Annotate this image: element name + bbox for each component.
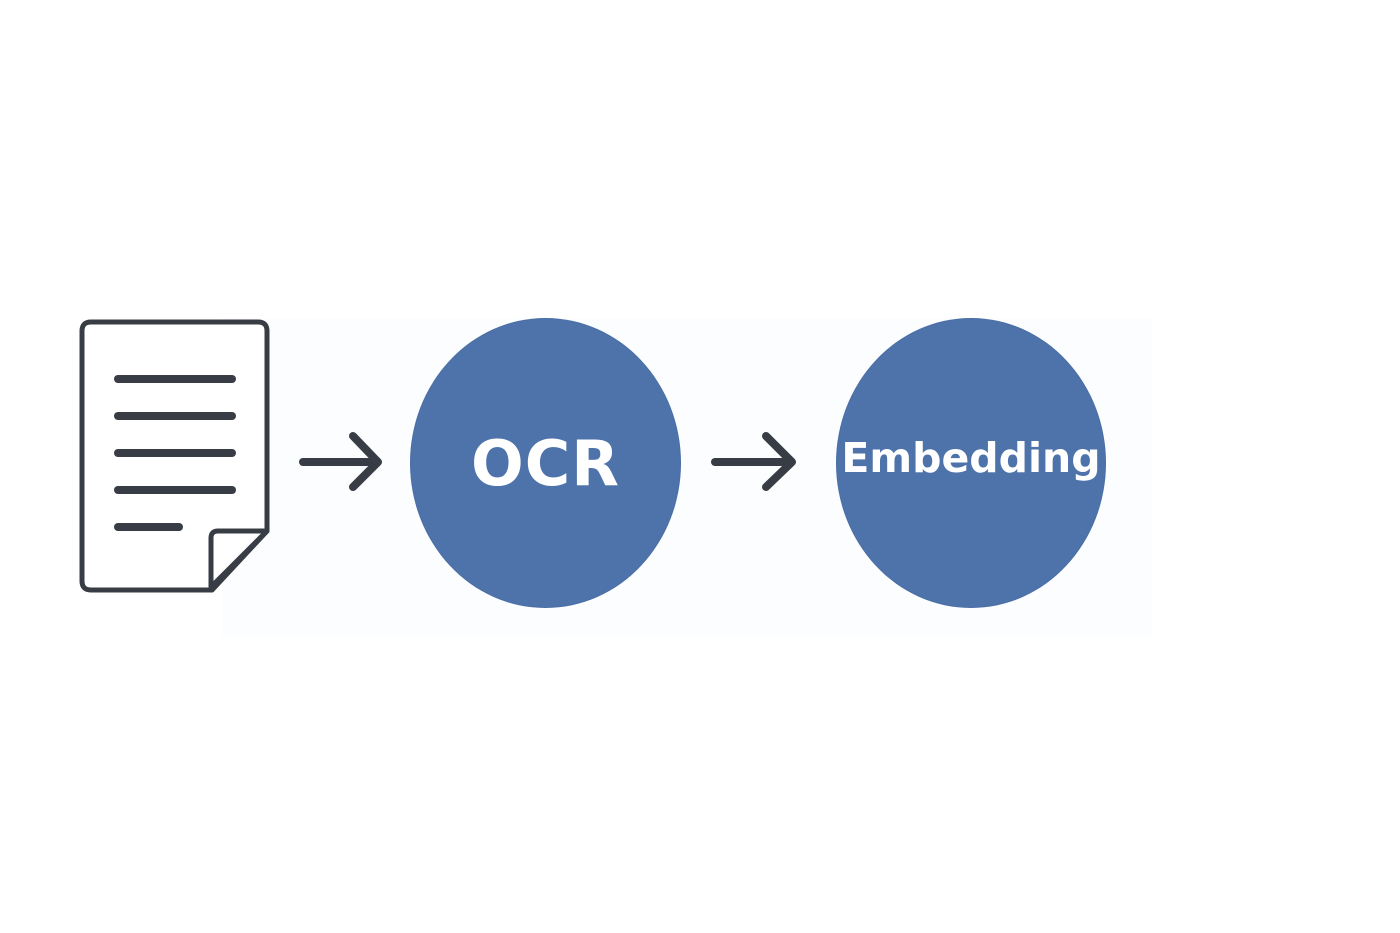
embedding-node: Embedding [837, 319, 1105, 607]
arrow-right-icon [711, 432, 796, 491]
embedding-node-label: Embedding [841, 434, 1101, 482]
document-icon [79, 319, 270, 593]
ocr-node: OCR [411, 319, 680, 607]
arrow-right-icon [299, 432, 382, 491]
ocr-node-label: OCR [471, 426, 620, 500]
